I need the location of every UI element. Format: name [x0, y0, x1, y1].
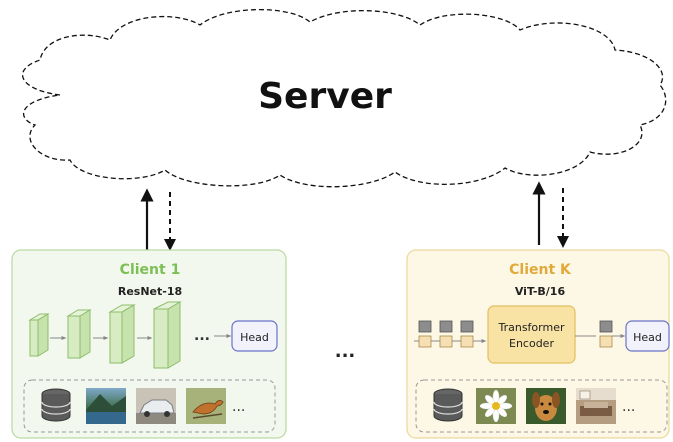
client-k-communication-arrows [532, 181, 569, 248]
resnet-block-4 [153, 301, 182, 369]
transformer-encoder-label-line1: Transformer [497, 321, 564, 334]
client-k-model-name: ViT-B/16 [515, 285, 566, 298]
vit-patch-tokens [414, 320, 487, 348]
server-cloud: Server [21, 8, 667, 188]
client-1-head-label: Head [240, 331, 269, 344]
resnet-layer-blocks: ... [28, 301, 232, 369]
client-1-dataset: ... [23, 379, 276, 433]
resnet-continuation-dots: ... [194, 328, 210, 344]
vit-output-token [599, 320, 613, 348]
client-1-panel: Client 1 ResNet-18 [11, 249, 287, 439]
resnet-block-2 [66, 309, 92, 359]
client-1-head-box: Head [231, 320, 278, 352]
dog-photo [526, 388, 566, 424]
client-1-communication-arrows [140, 188, 176, 251]
mountain-lake-photo [86, 388, 126, 424]
client-k-panel: Client K ViT-B/16 Transformer E [406, 249, 670, 439]
client-1-more-images: ... [232, 399, 245, 415]
client-k-more-images: ... [622, 399, 635, 415]
client-1-database-icon [41, 388, 71, 422]
car-photo [136, 388, 176, 424]
transformer-encoder-box: Transformer Encoder [487, 305, 576, 364]
client-k-database-icon [433, 388, 463, 422]
client-k-title: Client K [509, 262, 572, 278]
resnet-block-1 [28, 313, 50, 357]
transformer-encoder-label-line2: Encoder [509, 337, 554, 350]
resnet-block-3 [108, 304, 136, 364]
living-room-photo [576, 388, 616, 424]
bird-photo [186, 388, 226, 424]
server-label: Server [258, 76, 392, 117]
client-1-title: Client 1 [120, 262, 181, 278]
client-k-head-box: Head [625, 320, 670, 352]
client-1-model-name: ResNet-18 [118, 285, 182, 298]
client-k-dataset: ... [415, 379, 668, 433]
daisy-photo [476, 388, 516, 424]
client-k-head-label: Head [633, 331, 662, 344]
between-clients-ellipsis: ... [335, 341, 356, 362]
